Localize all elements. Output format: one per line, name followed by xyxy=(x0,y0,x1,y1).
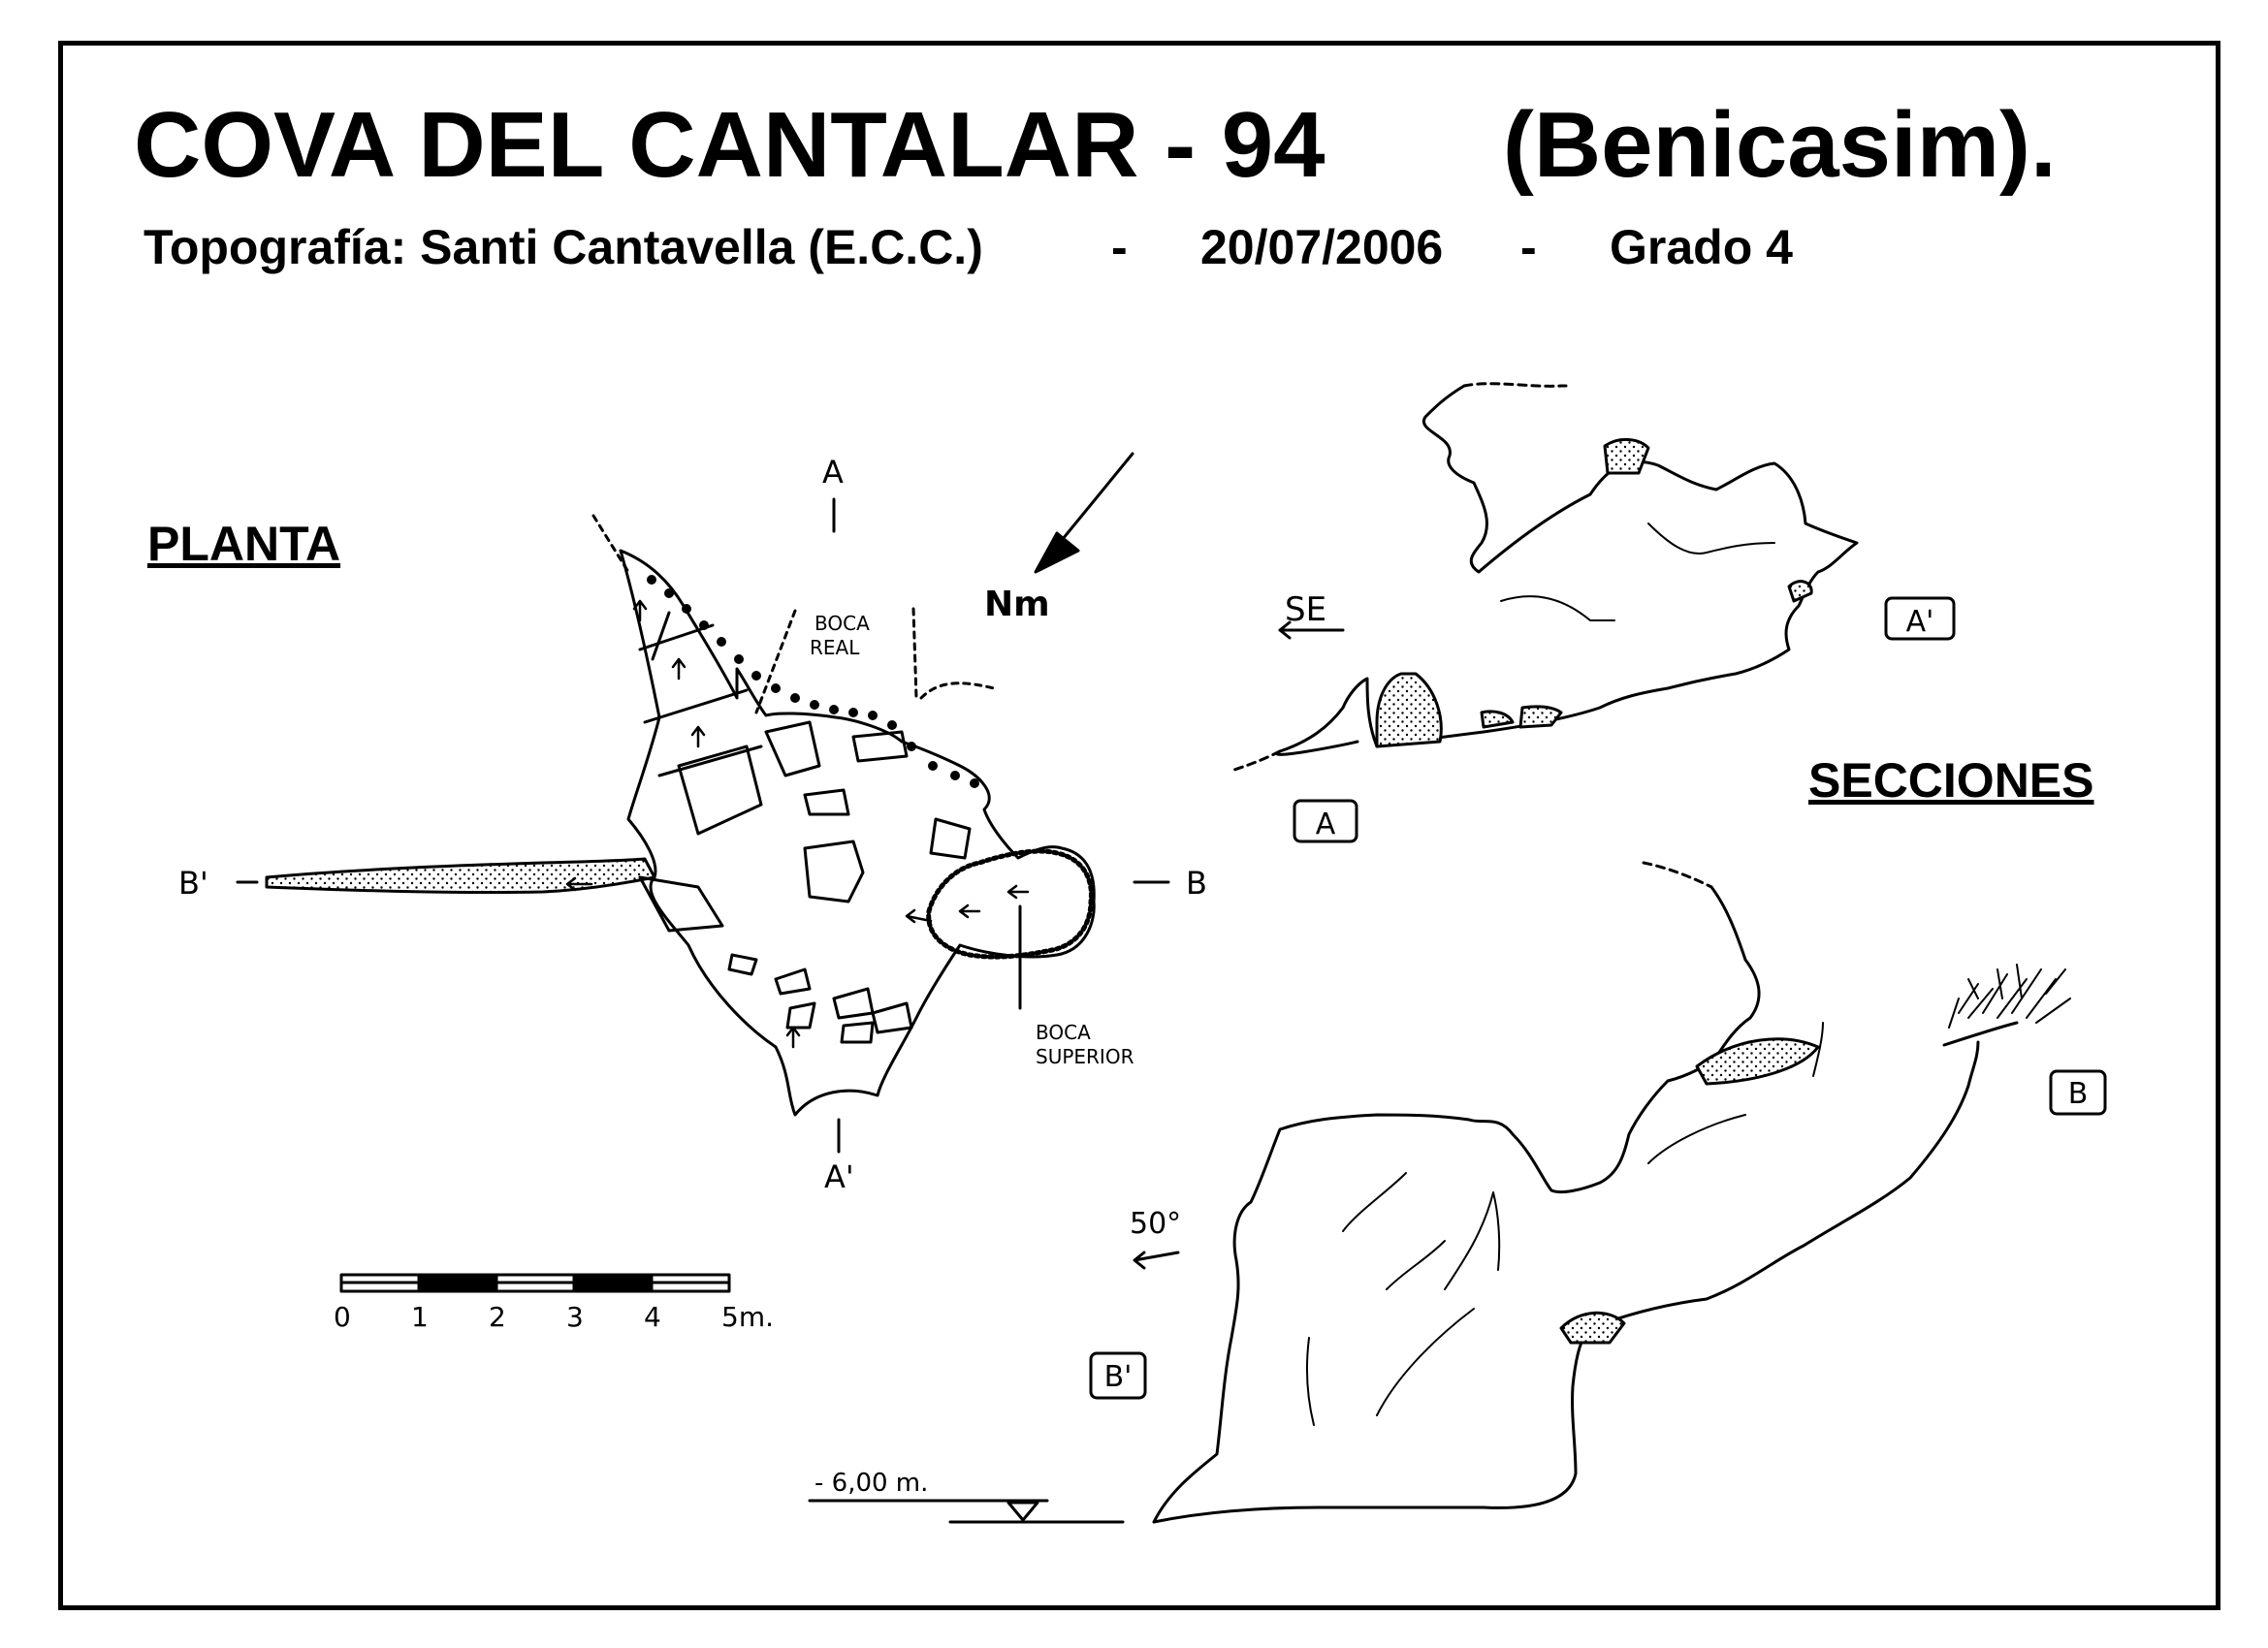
scale-tick-label: 4 xyxy=(644,1301,661,1333)
scale-tick-label: 1 xyxy=(411,1301,429,1333)
section-b-angle: 50° xyxy=(1130,1207,1181,1241)
survey-date: 20/07/2006 xyxy=(1200,220,1444,274)
plan-rock-blocks xyxy=(638,720,972,1044)
plan-section-a-prime-label: A' xyxy=(824,1158,854,1195)
section-a-block xyxy=(1375,672,1443,748)
section-b-outline xyxy=(1152,885,1761,1524)
plan-section-a-label: A xyxy=(822,454,844,491)
north-label: Nm xyxy=(984,585,1050,624)
narrow-passage xyxy=(265,857,656,895)
boca-real-label-1: BOCA xyxy=(815,612,870,635)
section-a-badge xyxy=(1293,799,1358,843)
main-title: COVA DEL CANTALAR - 94 (Benicasim). xyxy=(134,99,2057,192)
north-arrow-icon xyxy=(1034,452,1134,574)
plan-section-b-prime-label: B' xyxy=(178,865,208,902)
section-a-prime-label: A' xyxy=(1906,605,1934,639)
section-b-block xyxy=(1695,1037,1820,1086)
survey-credit: Topografía: Santi Cantavella (E.C.C.) xyxy=(144,220,983,274)
subtitle-dash: - xyxy=(1520,220,1537,274)
section-b-prime-label: B' xyxy=(1104,1360,1133,1394)
drawing-frame xyxy=(58,41,2220,1610)
plan-heading: PLANTA xyxy=(147,517,340,571)
depth-label: - 6,00 m. xyxy=(815,1469,928,1498)
scale-tick-label: 5m. xyxy=(721,1301,774,1333)
survey-grade: Grado 4 xyxy=(1610,220,1793,274)
section-a-outline xyxy=(1275,384,1859,756)
cave-location: (Benicasim). xyxy=(1502,93,2057,197)
subtitle-dash: - xyxy=(1111,220,1128,274)
scale-bar xyxy=(339,1273,731,1293)
scale-tick-label: 2 xyxy=(489,1301,506,1333)
section-a-label: A xyxy=(1316,808,1336,841)
section-b-fissures xyxy=(1305,1114,1746,1426)
section-b-vegetation xyxy=(1948,964,2071,1029)
sections-heading: SECCIONES xyxy=(1808,753,2094,808)
plan-section-b-label: B xyxy=(1186,865,1207,902)
scale-tick-label: 3 xyxy=(566,1301,584,1333)
section-b-label: B xyxy=(2068,1077,2089,1111)
boca-real-dashed-edge xyxy=(591,514,630,574)
plan-flow-arrows xyxy=(565,599,1030,1049)
section-b-badge xyxy=(2049,1069,2107,1116)
plan-slope-steps xyxy=(638,611,763,777)
boca-real-dotted-line xyxy=(647,575,979,788)
boca-real-label-2: REAL xyxy=(810,636,860,659)
boca-superior-label-2: SUPERIOR xyxy=(1036,1045,1134,1068)
scale-tick-label: 0 xyxy=(334,1301,351,1333)
boca-superior-outline xyxy=(926,848,1094,960)
cave-name: COVA DEL CANTALAR - 94 xyxy=(134,93,1326,197)
section-a-direction: SE xyxy=(1285,590,1326,629)
scale-labels: 0 1 2 3 4 5m. xyxy=(334,1301,774,1333)
section-b-prime-badge xyxy=(1089,1351,1147,1400)
boca-superior-label-1: BOCA xyxy=(1036,1021,1091,1044)
section-a-prime-badge xyxy=(1884,596,1956,641)
